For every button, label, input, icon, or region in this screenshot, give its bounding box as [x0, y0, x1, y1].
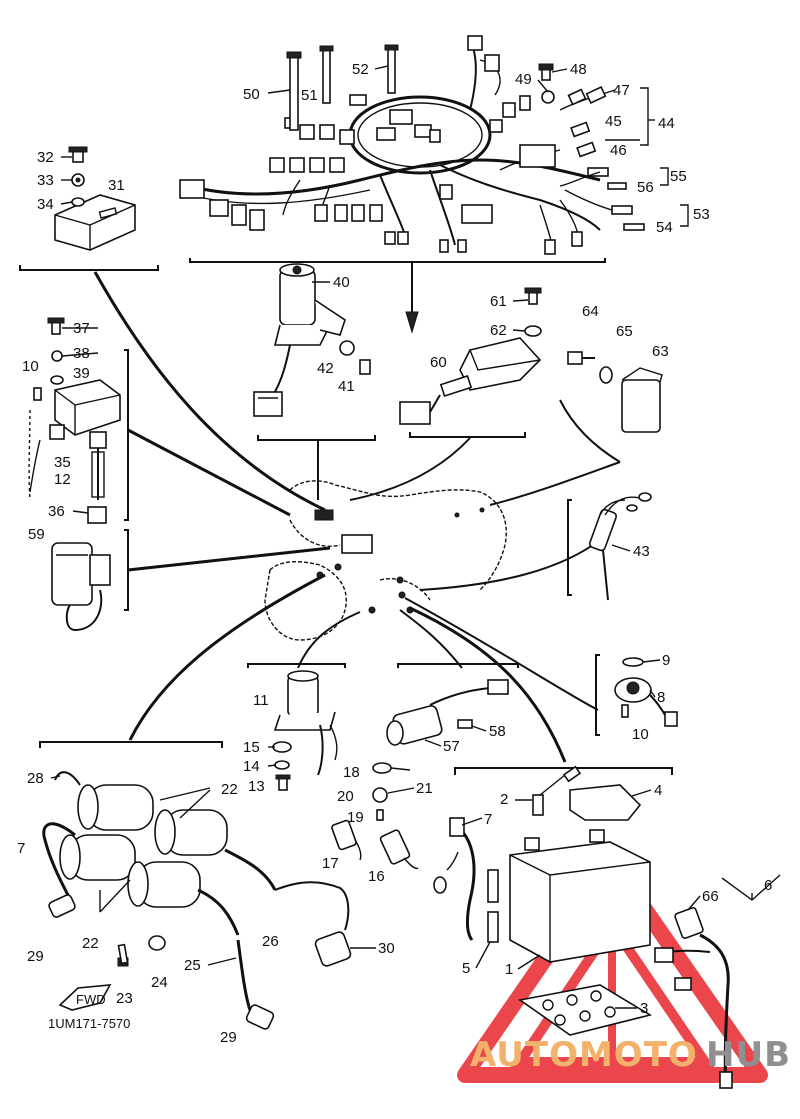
part-label-l10: 10: [22, 358, 39, 375]
part-label-l20: 20: [337, 788, 354, 805]
part-label-l1: 1: [505, 961, 513, 978]
wire-harness: [179, 35, 645, 255]
part-label-l29: 29: [27, 948, 44, 965]
forward-direction-arrow: FWD: [58, 984, 112, 1011]
part-label-l13: 13: [248, 778, 265, 795]
part-label-l24: 24: [151, 974, 168, 991]
part-label-l28: 28: [27, 770, 44, 787]
part-label-l14: 14: [243, 758, 260, 775]
assembly-leader-lines: [93, 262, 621, 763]
part-label-l26: 26: [262, 933, 279, 950]
part-label-l52: 52: [352, 61, 369, 78]
part-label-l43: 43: [633, 543, 650, 560]
horn-assembly: [595, 654, 678, 736]
watermark-text: AUTOMOTO HUB: [470, 1035, 791, 1075]
part-label-l30: 30: [378, 940, 395, 957]
part-label-l55: 55: [670, 168, 687, 185]
part-label-l33: 33: [37, 172, 54, 189]
part-label-l41: 41: [338, 378, 355, 395]
part-label-l10b: 10: [632, 726, 649, 743]
motorcycle-frame-outline: [264, 480, 507, 641]
part-label-l17: 17: [322, 855, 339, 872]
part-label-l56: 56: [637, 179, 654, 196]
watermark-text-part2: HUB: [706, 1035, 791, 1075]
part-label-l22: 22: [221, 781, 238, 798]
switch-assembly-16-21: [331, 762, 419, 870]
part-label-l35: 35: [54, 454, 71, 471]
part-label-l58: 58: [489, 723, 506, 740]
part-label-l47: 47: [613, 82, 630, 99]
fuel-sender-assembly: [386, 663, 519, 746]
starter-relay-assembly: [247, 663, 346, 791]
part-label-l23: 23: [116, 990, 133, 1007]
part-label-l53: 53: [693, 206, 710, 223]
part-label-l62: 62: [490, 322, 507, 339]
rectifier-regulator-assembly: [28, 317, 291, 524]
part-label-l5: 5: [462, 960, 470, 977]
part-label-l57: 57: [443, 738, 460, 755]
relay-assembly-63: [559, 351, 663, 463]
part-label-l32: 32: [37, 149, 54, 166]
part-label-l46: 46: [610, 142, 627, 159]
part-label-l22b: 22: [82, 935, 99, 952]
part-label-l25: 25: [184, 957, 201, 974]
part-label-l2: 2: [500, 791, 508, 808]
part-label-l50: 50: [243, 86, 260, 103]
part-label-l11: 11: [253, 692, 269, 709]
sensor-assembly-43: [567, 492, 652, 601]
part-label-l64: 64: [582, 303, 599, 320]
part-label-l31: 31: [108, 177, 125, 194]
part-label-l49: 49: [515, 71, 532, 88]
part-label-l66: 66: [702, 888, 719, 905]
part-label-l15: 15: [243, 739, 260, 756]
part-label-l44: 44: [658, 115, 675, 132]
part-label-l63: 63: [652, 343, 669, 360]
part-label-l61: 61: [490, 293, 507, 310]
part-label-l39: 39: [73, 365, 90, 382]
part-label-l8: 8: [657, 689, 665, 706]
part-label-l60: 60: [430, 354, 447, 371]
part-label-l6: 6: [764, 877, 772, 894]
part-label-l19: 19: [347, 809, 364, 826]
label-leader-ticks: [50, 65, 701, 1009]
part-label-l34: 34: [37, 196, 54, 213]
part-label-l38: 38: [73, 345, 90, 362]
part-label-l9: 9: [662, 652, 670, 669]
part-label-l18: 18: [343, 764, 360, 781]
part-label-l51: 51: [301, 87, 318, 104]
part-label-l40: 40: [333, 274, 350, 291]
part-label-l48: 48: [570, 61, 587, 78]
part-number-labels: 50 51 52 48 49 47 45 44 46 55 56 53 54 3…: [17, 61, 772, 1046]
part-label-l59: 59: [28, 526, 45, 543]
part-label-l12: 12: [54, 471, 71, 488]
relay-assembly-60: [399, 287, 542, 438]
watermark-text-part1: AUTOMOTO: [470, 1035, 698, 1075]
battery-assembly: [433, 765, 781, 1089]
part-label-l7b: 7: [484, 811, 492, 828]
cdi-unit-assembly: [19, 146, 159, 271]
part-label-l7: 7: [17, 840, 25, 857]
fwd-label: FWD: [76, 992, 106, 1007]
diagram-part-code: 1UM171-7570: [48, 1016, 130, 1031]
part-label-l45: 45: [605, 113, 622, 130]
part-label-l21: 21: [416, 780, 433, 797]
ignition-coil-assembly: [39, 741, 352, 1030]
part-label-l16: 16: [368, 868, 385, 885]
part-label-l4: 4: [654, 782, 662, 799]
part-label-l42: 42: [317, 360, 334, 377]
part-label-l36: 36: [48, 503, 65, 520]
main-switch-assembly: [253, 263, 376, 441]
part-label-l65: 65: [616, 323, 633, 340]
part-label-l29b: 29: [220, 1029, 237, 1046]
part-label-l54: 54: [656, 219, 673, 236]
harness-brackets: [189, 87, 689, 263]
part-label-l3: 3: [640, 1000, 648, 1017]
relay-assembly-59: [51, 529, 331, 632]
